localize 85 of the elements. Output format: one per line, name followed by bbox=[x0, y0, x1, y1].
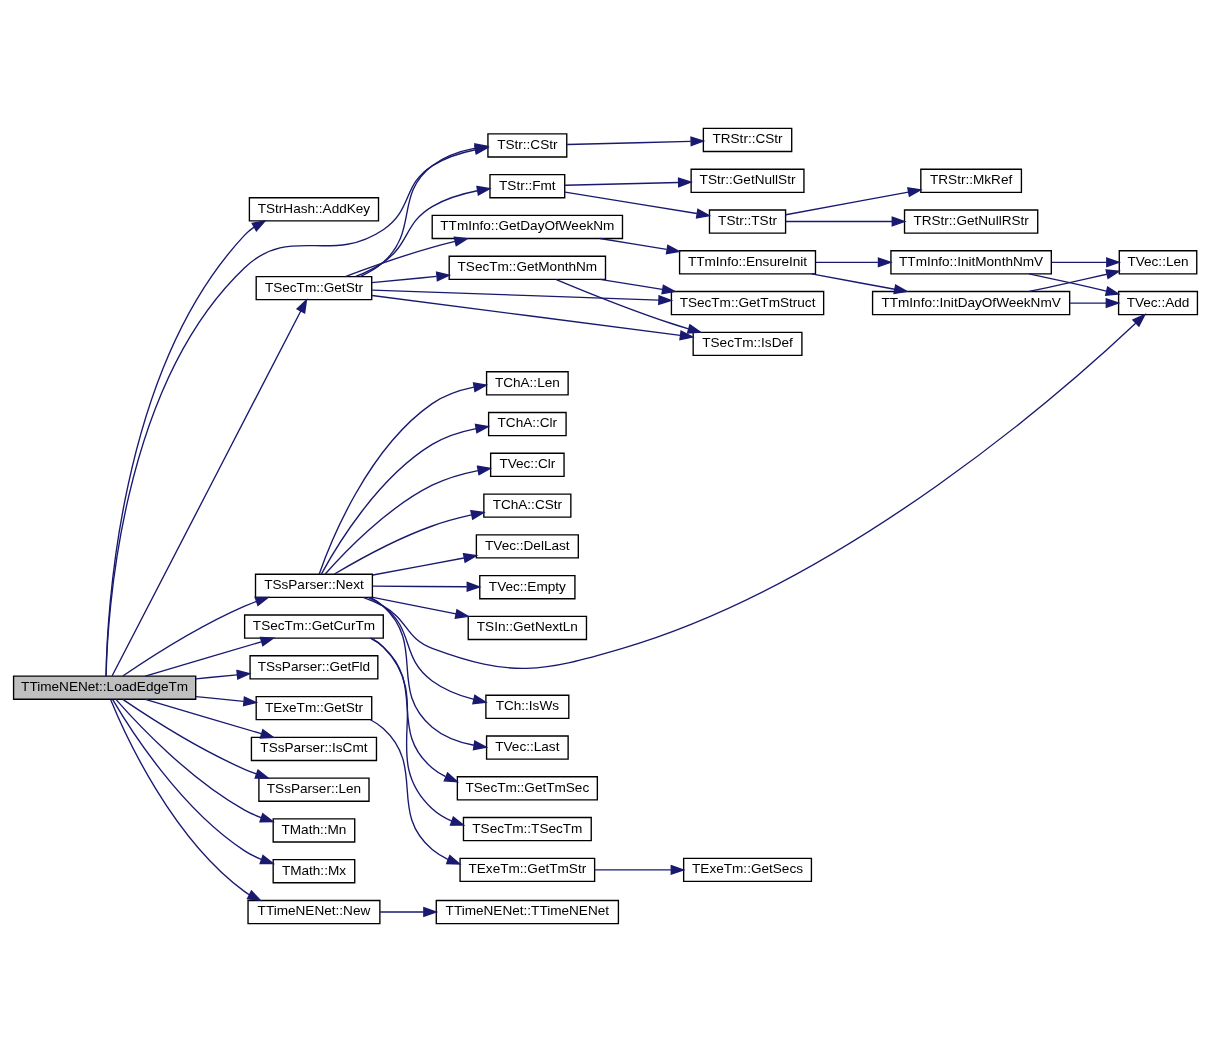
arrow bbox=[195, 669, 252, 680]
arrow bbox=[785, 186, 923, 215]
node-box: TSecTm::GetStr bbox=[255, 275, 373, 300]
arrow bbox=[564, 190, 712, 219]
node-box: TVec::Last bbox=[485, 734, 569, 760]
node-box: TTmInfo::InitDayOfWeekNmV bbox=[871, 290, 1071, 315]
arrow bbox=[362, 312, 1147, 669]
arrow bbox=[564, 176, 693, 188]
arrow bbox=[1050, 256, 1122, 268]
arrow bbox=[195, 695, 259, 706]
node-box: TStr::GetNullStr bbox=[690, 168, 805, 193]
node-box: TTimeNENet::TTimeNENet bbox=[435, 899, 620, 924]
arrow bbox=[318, 381, 489, 575]
arrow bbox=[144, 636, 276, 677]
node-box: TExeTm::GetSecs bbox=[682, 857, 813, 882]
arrow bbox=[369, 637, 460, 782]
node-box: TStr::Fmt bbox=[489, 173, 566, 198]
arrow bbox=[370, 637, 466, 826]
node-box: TChA::CStr bbox=[483, 492, 572, 518]
node-box: TMath::Mx bbox=[272, 858, 356, 883]
node-box: TRStr::GetNullRStr bbox=[903, 208, 1039, 234]
node-box: TVec::DelLast bbox=[475, 533, 579, 559]
node-box: TChA::Clr bbox=[487, 411, 567, 436]
arrow bbox=[371, 270, 452, 283]
arrow bbox=[785, 215, 907, 227]
node-box: TMath::Mn bbox=[272, 817, 356, 843]
node-box: TSecTm::GetTmSec bbox=[456, 775, 598, 801]
arrow bbox=[810, 272, 909, 294]
node-box: TVec::Add bbox=[1117, 290, 1199, 315]
arrow bbox=[555, 278, 703, 334]
arrow bbox=[371, 294, 695, 340]
arrow bbox=[111, 297, 308, 676]
arrow bbox=[344, 235, 470, 277]
arrow bbox=[594, 864, 686, 875]
node-box: TSsParser::IsCmt bbox=[250, 736, 378, 761]
arrow bbox=[815, 256, 893, 268]
arrow bbox=[372, 596, 471, 619]
node-box: TRStr::MkRef bbox=[920, 168, 1023, 193]
node-box: TVec::Len bbox=[1118, 249, 1198, 275]
arrow bbox=[144, 698, 276, 739]
arrow bbox=[599, 278, 677, 295]
node-box: TSIn::GetNextLn bbox=[467, 615, 588, 640]
arrow bbox=[109, 698, 263, 901]
node-box: TExeTm::GetTmStr bbox=[459, 857, 596, 882]
arrow bbox=[369, 596, 489, 750]
arrow bbox=[1069, 297, 1121, 308]
arrow bbox=[371, 288, 674, 305]
arrow bbox=[379, 906, 439, 917]
node-box: TSecTm::TSecTm bbox=[462, 816, 592, 841]
arrow bbox=[115, 698, 275, 822]
node-box: TRStr::CStr bbox=[702, 127, 793, 152]
node-box: TTimeNENet::LoadEdgeTm bbox=[12, 675, 197, 700]
node-box: TExeTm::GetStr bbox=[255, 695, 373, 720]
arrow bbox=[599, 237, 682, 255]
node-box: TTimeNENet::New bbox=[247, 899, 381, 924]
node-box: TVec::Empty bbox=[479, 574, 576, 599]
node-box: TStrHash::AddKey bbox=[248, 196, 380, 222]
arrow bbox=[122, 698, 271, 779]
node-box: TSecTm::GetCurTm bbox=[243, 613, 384, 639]
node-box: TSsParser::GetFld bbox=[249, 654, 379, 680]
node-box: TStr::TStr bbox=[708, 208, 787, 234]
arrow bbox=[367, 596, 488, 704]
node-box: TTmInfo::InitMonthNmV bbox=[890, 249, 1052, 275]
arrow bbox=[112, 698, 276, 864]
node-box: TTmInfo::EnsureInit bbox=[678, 249, 817, 275]
arrow bbox=[122, 596, 271, 677]
node-box: TSecTm::GetTmStruct bbox=[670, 290, 825, 315]
node-box: TCh::IsWs bbox=[485, 694, 570, 719]
arrow bbox=[372, 552, 479, 576]
arrow bbox=[372, 581, 482, 592]
arrow bbox=[320, 423, 491, 575]
node-box: TSsParser::Len bbox=[258, 776, 370, 802]
node-box: TTmInfo::GetDayOfWeekNm bbox=[431, 214, 624, 239]
node-box: TChA::Len bbox=[485, 370, 569, 395]
node-box: TSsParser::Next bbox=[254, 573, 374, 598]
arrow bbox=[355, 185, 492, 277]
node-box: TVec::Clr bbox=[489, 452, 565, 477]
node-box: TSecTm::GetMonthNm bbox=[448, 255, 607, 280]
arrow bbox=[324, 464, 493, 575]
arrow bbox=[566, 135, 706, 147]
node-box: TStr::CStr bbox=[487, 132, 568, 158]
arrow bbox=[333, 509, 486, 575]
arrow bbox=[105, 219, 267, 677]
node-box: TSecTm::IsDef bbox=[692, 331, 803, 356]
arrow bbox=[369, 718, 462, 865]
